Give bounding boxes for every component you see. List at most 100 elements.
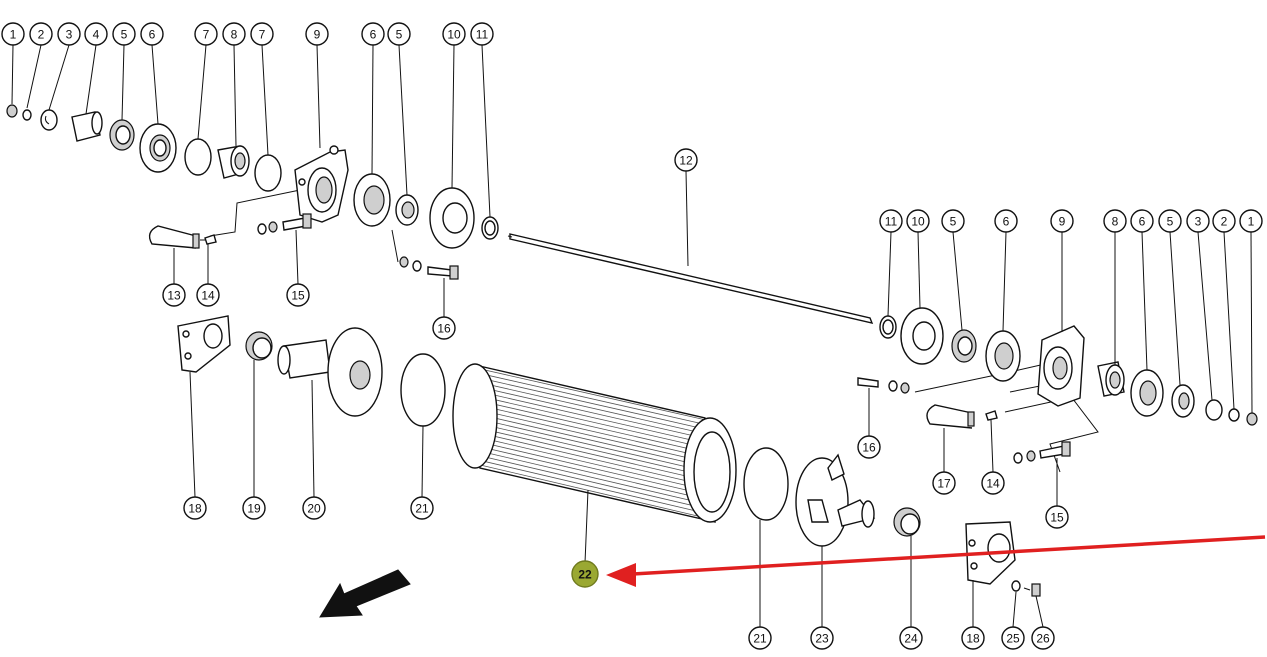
roller-rib: [475, 395, 707, 449]
bolt-part: [857, 377, 879, 388]
roller-rib: [475, 372, 707, 426]
roller-rib: [475, 404, 707, 458]
leader-line: [1012, 591, 1017, 628]
gasket-ring-part: [743, 447, 789, 521]
roller-rib: [475, 381, 707, 435]
callout-part-number: 26: [1031, 626, 1055, 650]
callout-part-number: 15: [286, 283, 310, 307]
roller-rib: [475, 422, 707, 477]
washer-part: [412, 260, 422, 272]
callout-number: 15: [1050, 511, 1064, 525]
leader-line: [85, 44, 97, 115]
leader-line: [398, 44, 408, 196]
callout-number: 10: [911, 215, 925, 229]
callout-number: 1: [10, 28, 17, 42]
leader-line: [233, 44, 237, 147]
callout-part-number: 18: [961, 626, 985, 650]
callout-number: 6: [149, 28, 156, 42]
callout-number: 19: [247, 502, 261, 516]
callout-number: 8: [231, 28, 238, 42]
callout-part-number: 11: [470, 22, 494, 46]
leader-line: [121, 44, 125, 121]
callout-number: 5: [1167, 215, 1174, 229]
callout-circle: [361, 22, 385, 46]
callout-part-number: 14: [196, 283, 220, 307]
callout-part-number: 19: [242, 496, 266, 520]
callout-part-number: 10: [906, 209, 930, 233]
callout-circle: [250, 22, 274, 46]
leader-line: [584, 489, 589, 564]
roller-rib: [475, 427, 707, 482]
callout-number: 7: [203, 28, 210, 42]
callout-number: 11: [476, 28, 489, 42]
callout-part-number: 3: [57, 22, 81, 46]
leader-line: [1035, 595, 1044, 628]
leader-line: [189, 371, 196, 498]
leader-line: [151, 44, 159, 125]
bolt-part: [1039, 445, 1066, 459]
callout-part-number: 5: [1158, 209, 1182, 233]
leader-line: [1002, 231, 1007, 332]
leader-line: [371, 44, 374, 175]
o-ring-part: [254, 154, 282, 192]
callout-part-number: 20: [302, 496, 326, 520]
callout-number: 2: [1221, 215, 1228, 229]
callout-number: 26: [1036, 632, 1050, 646]
callout-circle: [140, 22, 164, 46]
leader-line: [421, 425, 424, 498]
lower-right-parts: [743, 447, 1041, 597]
callout-number: 3: [66, 28, 73, 42]
callout-circle: [748, 626, 772, 650]
o-ring-part: [184, 138, 212, 176]
callout-part-number: 9: [1050, 209, 1074, 233]
callout-part-number: 10: [442, 22, 466, 46]
callout-number: 18: [966, 632, 980, 646]
callout-part-number: 6: [361, 22, 385, 46]
washer-part: [888, 380, 898, 392]
leader-line: [917, 231, 921, 309]
leader-line: [887, 231, 892, 317]
callout-circle: [29, 22, 53, 46]
callout-part-number: 7: [250, 22, 274, 46]
callout-circle: [1031, 626, 1055, 650]
red-pointer-arrow-icon: [606, 535, 1266, 587]
callout-number: 22: [578, 568, 592, 582]
callout-part-number: 14: [981, 471, 1005, 495]
leader-line: [311, 379, 315, 498]
callout-number: 14: [986, 477, 1000, 491]
callout-circle: [932, 471, 956, 495]
roller-rib: [475, 385, 707, 440]
callout-circle: [432, 316, 456, 340]
callout-number: 21: [753, 632, 767, 646]
callout-number: 5: [396, 28, 403, 42]
right-hardware: [857, 377, 1071, 464]
bolt-part: [1031, 583, 1041, 597]
callout-number: 11: [885, 215, 898, 229]
callout-circle: [810, 626, 834, 650]
callout-circle: [1212, 209, 1236, 233]
callout-number: 15: [291, 289, 305, 303]
leader-line: [48, 44, 70, 111]
leader-line: [685, 170, 689, 267]
left-hardware: [148, 213, 459, 280]
bolt-part: [427, 266, 453, 277]
top-left-parts: [6, 104, 499, 249]
callout-part-number: 15: [1045, 505, 1069, 529]
callout-part-number: 11: [879, 209, 903, 233]
callout-circle: [222, 22, 246, 46]
callout-number: 14: [201, 289, 215, 303]
circlip-part: [1205, 399, 1223, 421]
leader-line: [197, 44, 207, 140]
callout-part-number: 25: [1001, 626, 1025, 650]
callout-part-number: 6: [994, 209, 1018, 233]
callout-circle: [1103, 209, 1127, 233]
callout-part-number: 9: [305, 22, 329, 46]
callout-number: 10: [447, 28, 461, 42]
callout-part-number: 5: [112, 22, 136, 46]
callout-circle: [112, 22, 136, 46]
washer-part: [1011, 580, 1021, 592]
callout-circle: [1186, 209, 1210, 233]
callout-part-number: 13: [162, 283, 186, 307]
callout-circle: [57, 22, 81, 46]
callout-part-number: 4: [84, 22, 108, 46]
